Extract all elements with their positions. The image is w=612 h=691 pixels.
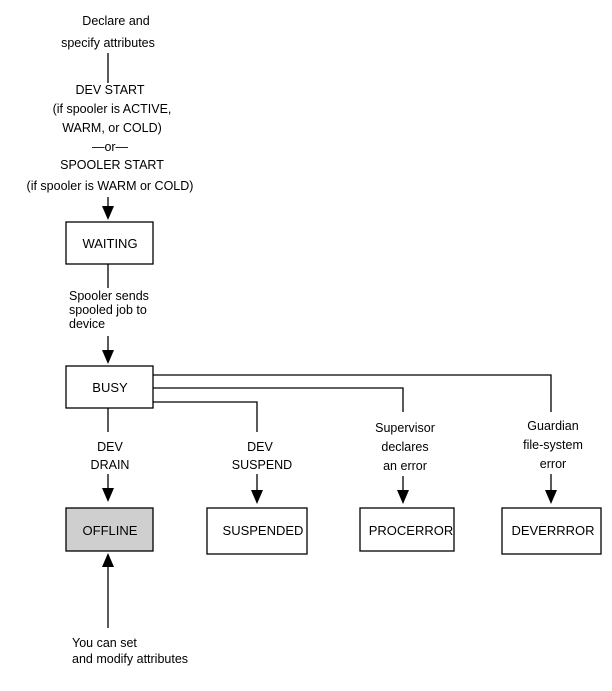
dev-start-label: DEV START	[76, 83, 145, 97]
guardian-label-line-2: file-system	[523, 438, 583, 452]
arrow-to-waiting-icon	[102, 206, 114, 220]
supervisor-label-line-3: an error	[383, 459, 427, 473]
dev-drain-label-line-1: DEV	[97, 440, 123, 454]
spooler-start-condition: (if spooler is WARM or COLD)	[27, 179, 194, 193]
sends-label-line-2: spooled job to	[69, 303, 147, 317]
state-suspended-box	[206, 507, 308, 555]
arrow-to-offline-icon	[102, 488, 114, 502]
state-suspended-label: SUSPENDED	[223, 523, 304, 538]
sends-label-line-3: device	[69, 317, 105, 331]
or-label: —or—	[92, 140, 129, 154]
supervisor-label-line-1: Supervisor	[375, 421, 435, 435]
dev-drain-label-line-2: DRAIN	[91, 458, 130, 472]
dev-suspend-label-line-2: SUSPEND	[232, 458, 292, 472]
state-busy-box	[65, 365, 154, 409]
modify-label-line-1: You can set	[72, 636, 137, 650]
arrow-to-deverror-icon	[545, 490, 557, 504]
spooler-start-label: SPOOLER START	[60, 158, 164, 172]
state-offline-label: OFFLINE	[83, 523, 138, 538]
state-deverror-label: DEVERRROR	[511, 523, 594, 538]
modify-label-line-2: and modify attributes	[72, 652, 188, 666]
dev-start-condition-2: WARM, or COLD)	[62, 121, 162, 135]
supervisor-label-line-2: declares	[381, 440, 428, 454]
declare-label-line-1: Declare and	[82, 14, 149, 28]
declare-label-line-2: specify attributes	[61, 36, 155, 50]
state-offline-box	[65, 507, 154, 552]
guardian-label-line-1: Guardian	[527, 419, 578, 433]
state-waiting-label: WAITING	[82, 236, 137, 251]
guardian-label-line-3: error	[540, 457, 566, 471]
arrow-to-suspended-icon	[251, 490, 263, 504]
arrow-to-busy-icon	[102, 350, 114, 364]
state-procerror-label: PROCERROR	[369, 523, 454, 538]
sends-label-line-1: Spooler sends	[69, 289, 149, 303]
arrow-to-procerror-icon	[397, 490, 409, 504]
connector-busy-guardian	[153, 374, 552, 412]
connector-busy-suspend	[153, 401, 258, 432]
arrow-into-offline-icon	[102, 553, 114, 567]
state-deverror-box	[501, 507, 602, 555]
connector-busy-supervisor	[153, 387, 404, 412]
dev-suspend-label-line-1: DEV	[247, 440, 273, 454]
state-busy-label: BUSY	[92, 380, 128, 395]
state-waiting-box	[65, 221, 154, 265]
dev-start-condition-1: (if spooler is ACTIVE,	[53, 102, 172, 116]
state-procerror-box	[359, 507, 455, 552]
